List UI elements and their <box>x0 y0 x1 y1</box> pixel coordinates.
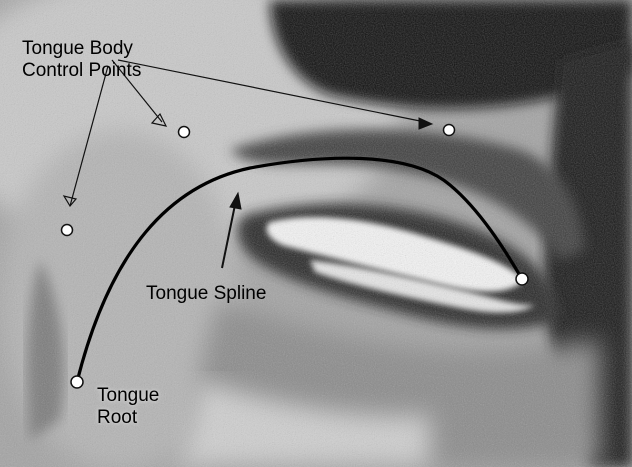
tongue-root-point <box>71 376 83 388</box>
label-line-tongue: Tongue <box>97 385 159 407</box>
tongue-tip-point <box>516 273 528 285</box>
label-tongue-body-control-points: Tongue Body Control Points <box>22 38 141 82</box>
control-point-left <box>62 225 73 236</box>
label-line-control-points: Control Points <box>22 60 141 82</box>
control-point-right <box>444 125 455 136</box>
label-line-root: Root <box>97 407 159 429</box>
control-point-middle <box>179 127 190 138</box>
label-line-tongue-body: Tongue Body <box>22 38 141 60</box>
label-tongue-root: Tongue Root <box>97 385 159 429</box>
label-tongue-spline: Tongue Spline <box>146 283 266 305</box>
